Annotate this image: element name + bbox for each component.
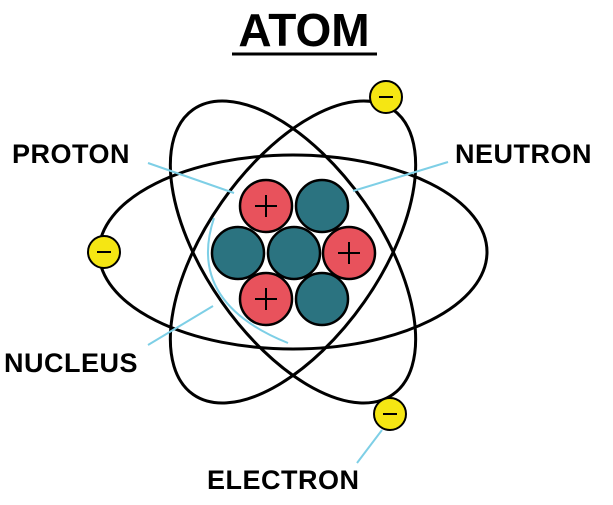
electron-particle-left xyxy=(87,235,121,269)
neutron-particle xyxy=(294,178,350,234)
nucleus-pointer-line xyxy=(147,305,214,346)
nucleus-label: NUCLEUS xyxy=(4,348,138,378)
nucleus xyxy=(210,178,377,327)
proton-pointer-line xyxy=(147,162,235,194)
electron-label: ELECTRON xyxy=(207,465,360,495)
pointer-lines xyxy=(147,161,449,464)
neutron-particle xyxy=(210,225,266,281)
electrons xyxy=(87,80,407,431)
nucleus-arc xyxy=(206,217,289,344)
proton-particle xyxy=(321,225,377,281)
orbit-tilted-right xyxy=(168,99,418,405)
proton-particle xyxy=(238,178,294,234)
neutron-particle xyxy=(294,271,350,327)
diagram-title: ATOM xyxy=(238,4,369,56)
electron-particle-bottom-right xyxy=(373,397,407,431)
neutron-pointer-line xyxy=(352,161,449,192)
neutron-particle xyxy=(266,225,322,281)
neutron-label: NEUTRON xyxy=(455,139,592,169)
proton-label: PROTON xyxy=(12,139,130,169)
electron-particle-top-right xyxy=(369,80,403,114)
electron-pointer-line xyxy=(356,429,383,464)
proton-particle xyxy=(238,271,294,327)
